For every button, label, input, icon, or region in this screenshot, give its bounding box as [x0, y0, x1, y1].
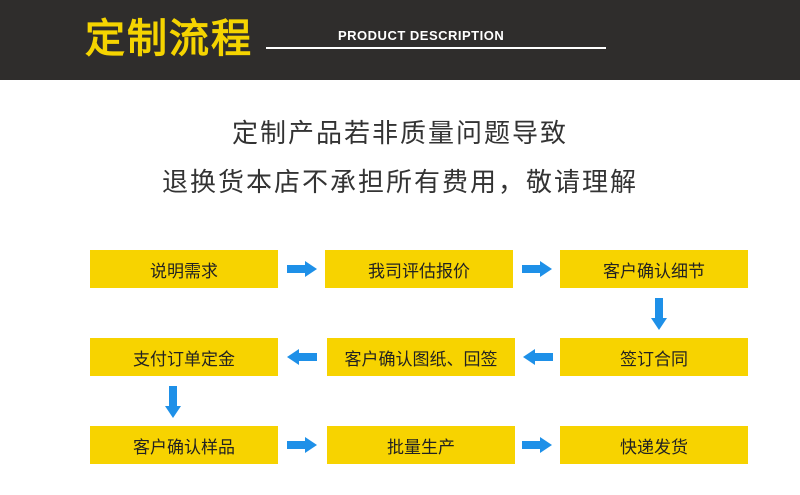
step-confirm-drawings: 客户确认图纸、回签: [327, 338, 515, 376]
arrow-right-icon: [287, 437, 317, 453]
step-quote: 我司评估报价: [325, 250, 513, 288]
page-title: 定制流程: [85, 16, 253, 62]
step-sign-contract: 签订合同: [560, 338, 748, 376]
header-bar: 定制流程 PRODUCT DESCRIPTION: [0, 0, 800, 80]
arrow-left-icon: [287, 349, 317, 365]
step-confirm-details: 客户确认细节: [560, 250, 748, 288]
arrow-right-icon: [522, 437, 552, 453]
notice-line-2: 退换货本店不承担所有费用，敬请理解: [161, 168, 638, 198]
step-describe-requirements: 说明需求: [90, 250, 278, 288]
arrow-right-icon: [287, 261, 317, 277]
title-divider: [266, 47, 606, 49]
step-express-delivery: 快递发货: [560, 426, 748, 464]
page-subtitle: PRODUCT DESCRIPTION: [338, 27, 505, 45]
arrow-down-icon: [165, 386, 181, 418]
step-mass-production: 批量生产: [327, 426, 515, 464]
arrow-down-icon: [651, 298, 667, 330]
arrow-right-icon: [522, 261, 552, 277]
step-pay-deposit: 支付订单定金: [90, 338, 278, 376]
step-confirm-sample: 客户确认样品: [90, 426, 278, 464]
arrow-left-icon: [523, 349, 553, 365]
notice-line-1: 定制产品若非质量问题导致: [231, 119, 568, 149]
